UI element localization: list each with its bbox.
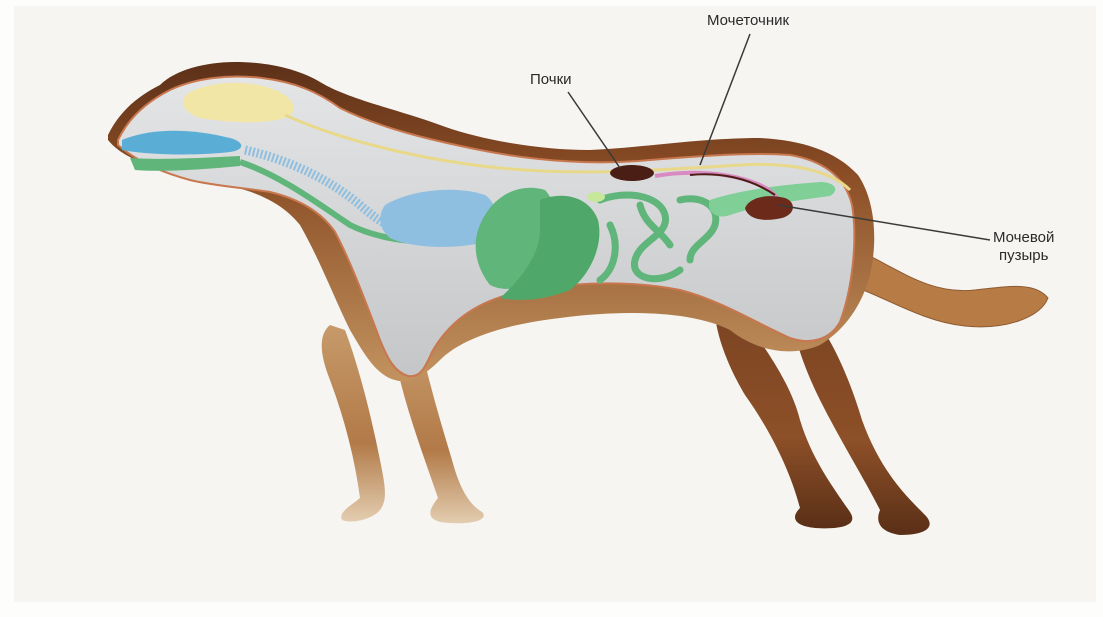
label-ureter: Мочеточник bbox=[707, 12, 789, 30]
label-bladder-line2: пузырь bbox=[993, 247, 1054, 265]
gallbladder bbox=[587, 192, 605, 202]
kidneys bbox=[610, 165, 654, 181]
label-kidneys: Почки bbox=[530, 71, 572, 89]
label-bladder: Мочевой пузырь bbox=[993, 229, 1054, 265]
label-bladder-line1: Мочевой bbox=[993, 229, 1054, 247]
